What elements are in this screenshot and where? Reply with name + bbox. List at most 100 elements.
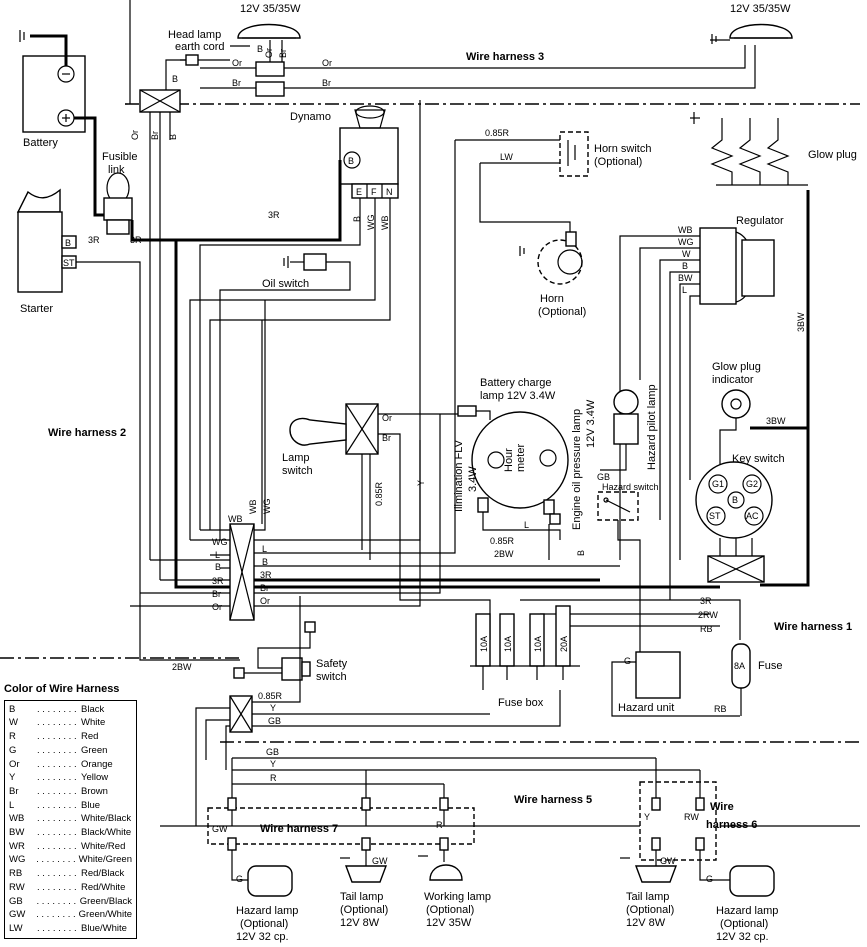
fuse-label: Fuse (758, 660, 782, 672)
hazard-unit (611, 651, 740, 717)
tail-lamp-left (340, 850, 388, 883)
legend-row: W. . . . . . . .White (9, 716, 132, 730)
fuse-4: 20A (559, 636, 569, 652)
starter-st-terminal: ST (63, 258, 75, 268)
legend-code: G (9, 744, 17, 756)
hazard-lamp-left (231, 850, 293, 897)
legend-row: Y. . . . . . . .Yellow (9, 771, 132, 785)
wire-color-legend: Color of Wire Harness B. . . . . . . .Bl… (4, 683, 137, 939)
wire-g-right: G (706, 874, 713, 884)
head-wire-or: Or (264, 48, 274, 58)
legend-code: LW (9, 922, 23, 934)
dynamo-wb: WB (380, 216, 390, 231)
harness-3-label: Wire harness 3 (466, 51, 544, 63)
head-lamp-earth-cord-2: earth cord (175, 41, 225, 53)
legend-dots: . . . . . . . . (37, 840, 77, 852)
hazard-switch-label: Hazard switch (602, 482, 659, 492)
fuse-box (470, 605, 580, 690)
legend-code: B (9, 703, 16, 715)
dynamo-bw: B (352, 216, 362, 222)
legend-code: RW (9, 881, 25, 893)
legend-color: White/Black (81, 813, 132, 825)
working-lamp (418, 850, 463, 881)
wire-rb: RB (700, 624, 713, 634)
legend-dots: . . . . . . . . (37, 881, 77, 893)
safety-switch (233, 621, 316, 681)
head-lamp-right (711, 23, 793, 44)
legend-dots: . . . . . . . . (36, 909, 76, 921)
working-lamp-3: 12V 35W (426, 917, 472, 929)
battery-charge-lamp-2: lamp 12V 3.4W (480, 390, 556, 402)
wire-3bw-vertical: 3BW (796, 312, 806, 332)
legend-row: GW. . . . . . . .Green/White (9, 908, 132, 922)
battery-charge-lamp-1: Battery charge (480, 377, 552, 389)
bus-r: R (270, 773, 277, 783)
wire-lw: LW (500, 152, 513, 162)
tail-lamp-left-1: Tail lamp (340, 891, 383, 903)
key-switch-label: Key switch (732, 453, 785, 465)
wire-2bw-low: 2BW (172, 662, 192, 672)
legend-code: BW (9, 827, 25, 839)
wire-rb-unit: RB (714, 704, 727, 714)
legend-code: Br (9, 785, 19, 797)
oil-switch (219, 253, 351, 540)
fuse-3: 10A (533, 636, 543, 652)
illumination-label-2: 3.4W (467, 466, 479, 492)
legend-row: GB. . . . . . . .Green/Black (9, 895, 132, 909)
h3-or-right: Or (322, 58, 332, 68)
legend-code: WR (9, 840, 25, 852)
h2-right-or: Or (260, 596, 270, 606)
dynamo-e: E (356, 187, 362, 197)
wire-085r-vertical: 0.85R (374, 481, 384, 506)
wire-gw-right: GW (660, 856, 676, 866)
tail-lamp-left-2: (Optional) (340, 904, 388, 916)
main-3r-wire (130, 160, 720, 589)
legend-code: GB (9, 895, 23, 907)
hl-b2: B (168, 134, 178, 140)
h2-wg2: WG (262, 499, 272, 515)
bus-gb: GB (266, 747, 279, 757)
legend-code: L (9, 799, 15, 811)
instrument-panel (457, 405, 569, 560)
hazard-lamp-right-3: 12V 32 cp. (716, 931, 769, 943)
hazard-lamp-right-1: Hazard lamp (716, 905, 778, 917)
dynamo (339, 105, 399, 199)
regulator-label: Regulator (736, 215, 784, 227)
harness-3-connector (139, 89, 181, 580)
legend-row: B. . . . . . . .Black (9, 703, 132, 717)
legend-color: Black/White (81, 827, 132, 839)
legend-dots: . . . . . . . . (37, 758, 77, 770)
reg-wb: WB (678, 225, 693, 235)
glow-plugs (690, 112, 808, 186)
key-st: ST (709, 511, 721, 521)
h3-br: Br (232, 78, 241, 88)
horn (519, 231, 583, 285)
bus-lines (231, 757, 701, 826)
fuse-2: 10A (503, 636, 513, 652)
lamp-switch (289, 403, 491, 640)
reg-wg: WG (678, 237, 694, 247)
legend-color: Yellow (81, 772, 109, 784)
h2-right-3r: 3R (260, 570, 272, 580)
wire-y-right: Y (644, 812, 650, 822)
legend-color: Red/White (81, 881, 126, 893)
key-switch (695, 461, 773, 583)
wire-2rw: 2RW (698, 610, 718, 620)
regulator (699, 227, 775, 305)
legend-dots: . . . . . . . . (37, 744, 77, 756)
legend-color: White (81, 717, 106, 729)
horn-switch-label-1: Horn switch (594, 143, 651, 155)
bus-y: Y (270, 759, 276, 769)
wire-g-left: G (236, 874, 243, 884)
hazard-switch (597, 491, 641, 660)
fusible-link-label-2: link (108, 164, 125, 176)
key-b: B (732, 495, 738, 505)
legend-dots: . . . . . . . . (37, 799, 77, 811)
hazard-lamp-left-3: 12V 32 cp. (236, 931, 289, 943)
key-g2: G2 (746, 479, 758, 489)
wire-l-mid: L (524, 520, 529, 530)
legend-row: RB. . . . . . . .Red/Black (9, 867, 132, 881)
h2-left-br: Br (212, 589, 221, 599)
horn-label-1: Horn (540, 293, 564, 305)
legend-row: WR. . . . . . . .White/Red (9, 840, 132, 854)
